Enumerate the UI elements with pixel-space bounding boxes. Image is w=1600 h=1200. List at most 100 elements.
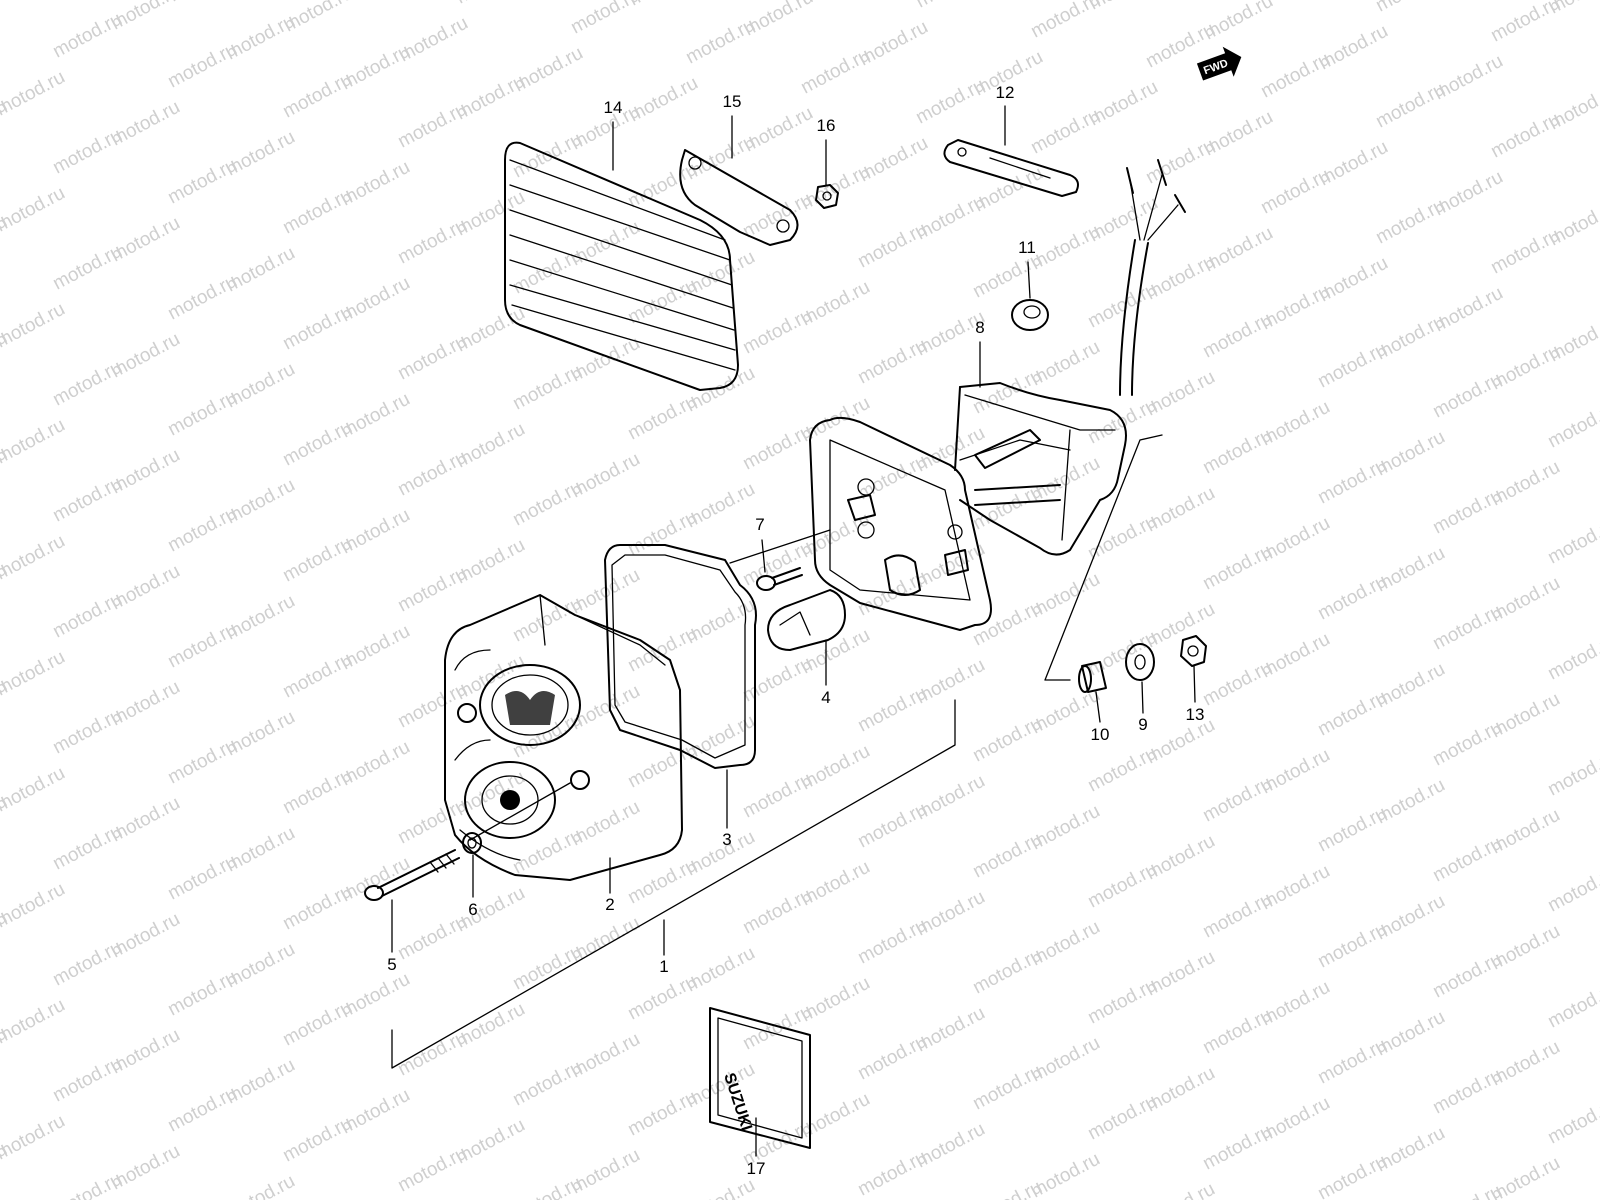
watermark-text: motod.ru bbox=[49, 357, 125, 411]
watermark-text: motod.ru bbox=[739, 421, 815, 475]
watermark-text: motod.ru bbox=[624, 507, 700, 561]
part-2-lens bbox=[444, 594, 683, 881]
watermark-text: motod.ru bbox=[279, 997, 355, 1051]
watermark-text: motod.ru bbox=[394, 1143, 470, 1197]
watermark-text: motod.ru bbox=[624, 275, 700, 329]
watermark-text: motod.ru bbox=[164, 155, 240, 209]
watermark-text: motod.ru bbox=[1544, 863, 1600, 917]
watermark-text: motod.ru bbox=[0, 0, 69, 4]
watermark-text: motod.ru bbox=[509, 593, 585, 647]
part-10-collar bbox=[1078, 661, 1107, 693]
watermark-text: motod.ru bbox=[1544, 515, 1600, 569]
watermark-text: motod.ru bbox=[1084, 859, 1160, 913]
watermark-text: motod.ru bbox=[509, 361, 585, 415]
watermark-text: motod.ru bbox=[1084, 975, 1160, 1029]
watermark-text: motod.ru bbox=[164, 1083, 240, 1137]
watermark-text: motod.ru bbox=[1372, 195, 1448, 249]
callout-8: 8 bbox=[975, 318, 984, 337]
callout-4: 4 bbox=[821, 688, 830, 707]
watermark-text: motod.ru bbox=[279, 301, 355, 355]
watermark-text: motod.ru bbox=[1429, 485, 1505, 539]
watermark-text: motod.ru bbox=[969, 365, 1045, 419]
callout-17: 17 bbox=[747, 1159, 766, 1178]
watermark-text: motod.ru bbox=[1199, 773, 1275, 827]
callout-2: 2 bbox=[605, 895, 614, 914]
part-11-grommet bbox=[1011, 299, 1049, 331]
watermark-text: motod.ru bbox=[0, 879, 69, 933]
watermark-text: motod.ru bbox=[854, 1031, 930, 1085]
watermark-text: motod.ru bbox=[1142, 1179, 1218, 1200]
watermark-text: motod.ru bbox=[854, 335, 930, 389]
watermark-text: motod.ru bbox=[854, 915, 930, 969]
watermark-text: motod.ru bbox=[452, 0, 528, 8]
watermark-text: motod.ru bbox=[0, 183, 69, 237]
watermark-text: motod.ru bbox=[1544, 979, 1600, 1033]
watermark-text: motod.ru bbox=[1429, 369, 1505, 423]
watermark-text: motod.ru bbox=[164, 503, 240, 557]
watermark-text: motod.ru bbox=[394, 447, 470, 501]
leader-lines bbox=[391, 434, 1163, 1069]
watermark-text: motod.ru bbox=[969, 1177, 1045, 1200]
watermark-text: motod.ru bbox=[279, 649, 355, 703]
watermark-text: motod.ru bbox=[49, 705, 125, 759]
callout-14: 14 bbox=[604, 98, 623, 117]
watermark-text: motod.ru bbox=[1544, 399, 1600, 453]
watermark-text: motod.ru bbox=[394, 911, 470, 965]
watermark-text: motod.ru bbox=[912, 0, 988, 12]
watermark-text: motod.ru bbox=[509, 1057, 585, 1111]
watermark-text: motod.ru bbox=[1429, 601, 1505, 655]
watermark-text: motod.ru bbox=[739, 769, 815, 823]
watermark-text: motod.ru bbox=[1544, 1095, 1600, 1149]
watermark-text: motod.ru bbox=[279, 69, 355, 123]
callout-1: 1 bbox=[659, 957, 668, 976]
watermark-text: motod.ru bbox=[1199, 1005, 1275, 1059]
watermark-text: motod.ru bbox=[969, 1061, 1045, 1115]
watermark-text: motod.ru bbox=[1314, 339, 1390, 393]
watermark-text: motod.ru bbox=[394, 1027, 470, 1081]
watermark-text: motod.ru bbox=[279, 765, 355, 819]
watermark-text: motod.ru bbox=[1084, 1091, 1160, 1145]
watermark-text: motod.ru bbox=[394, 99, 470, 153]
watermark-text: motod.ru bbox=[0, 995, 69, 1049]
watermark-text: motod.ru bbox=[394, 679, 470, 733]
watermark-text: motod.ru bbox=[394, 215, 470, 269]
watermark-text: motod.ru bbox=[969, 829, 1045, 883]
watermark-text: motod.ru bbox=[854, 799, 930, 853]
watermark-text: motod.ru bbox=[1199, 425, 1275, 479]
watermark-text: motod.ru bbox=[1314, 1035, 1390, 1089]
watermark-text: motod.ru bbox=[854, 683, 930, 737]
watermark-text: motod.ru bbox=[1544, 747, 1600, 801]
watermark-text: motod.ru bbox=[49, 821, 125, 875]
watermark-text: motod.ru bbox=[0, 1111, 69, 1165]
watermark-text: motod.ru bbox=[164, 735, 240, 789]
watermark-text: motod.ru bbox=[682, 15, 758, 69]
watermark-text: motod.ru bbox=[164, 39, 240, 93]
part-16-nut bbox=[815, 184, 839, 209]
watermark-text: motod.ru bbox=[1314, 1151, 1390, 1200]
watermark-text: motod.ru bbox=[49, 1169, 125, 1200]
watermark-text: motod.ru bbox=[739, 653, 815, 707]
watermark-text: motod.ru bbox=[1372, 79, 1448, 133]
watermark-text: motod.ru bbox=[739, 305, 815, 359]
watermark-text: motod.ru bbox=[1257, 165, 1333, 219]
part-7-screw bbox=[756, 567, 803, 591]
callout-10: 10 bbox=[1091, 725, 1110, 744]
watermark-text: motod.ru bbox=[854, 219, 930, 273]
part-5-screw bbox=[364, 849, 460, 901]
watermark-text: motod.ru bbox=[1314, 919, 1390, 973]
callout-6: 6 bbox=[468, 900, 477, 919]
watermark-text: motod.ru bbox=[279, 417, 355, 471]
watermark-text: motod.ru bbox=[854, 1147, 930, 1200]
callout-9: 9 bbox=[1138, 715, 1147, 734]
part-15-plate bbox=[679, 149, 799, 246]
fwd-arrow-icon: FWD bbox=[1196, 46, 1242, 81]
watermark-text: motod.ru bbox=[394, 563, 470, 617]
watermark-text: motod.ru bbox=[49, 937, 125, 991]
watermark-text: motod.ru bbox=[1429, 1065, 1505, 1119]
watermark-text: motod.ru bbox=[0, 763, 69, 817]
callout-16: 16 bbox=[817, 116, 836, 135]
watermark-text: motod.ru bbox=[1429, 949, 1505, 1003]
watermark-text: motod.ru bbox=[279, 533, 355, 587]
watermark-text: motod.ru bbox=[0, 531, 69, 585]
